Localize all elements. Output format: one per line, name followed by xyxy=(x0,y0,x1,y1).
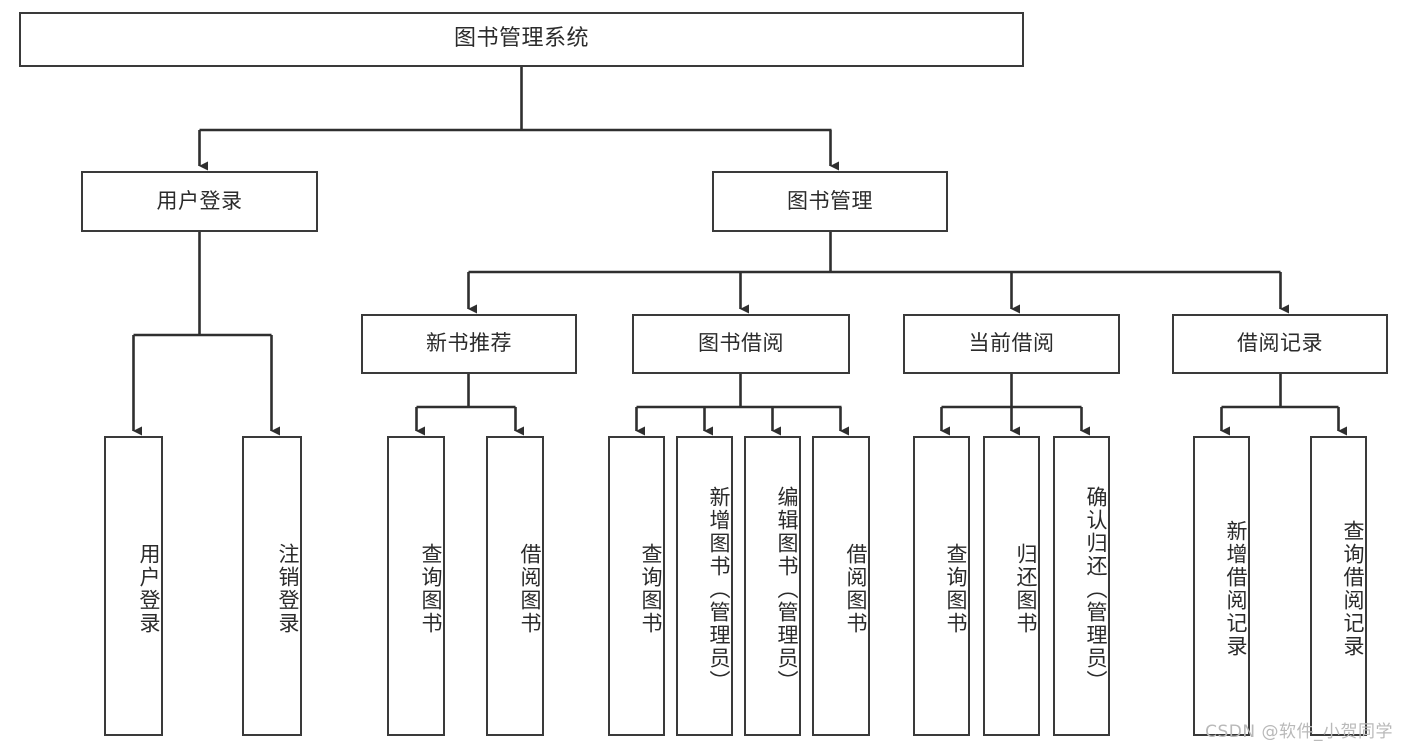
node-leaf-return-book-label: 归还图书 xyxy=(1014,543,1038,635)
node-book-borrow-label: 图书借阅 xyxy=(698,331,784,356)
node-leaf-borrow-book-rec[interactable]: 借阅图书 xyxy=(486,436,544,736)
node-leaf-query-borrow-record[interactable]: 查询借阅记录 xyxy=(1310,436,1367,736)
node-borrow-record[interactable]: 借阅记录 xyxy=(1172,314,1388,374)
node-leaf-borrow-book-rec-label: 借阅图书 xyxy=(518,543,542,635)
node-leaf-borrow-book-bb-label: 借阅图书 xyxy=(844,543,868,635)
node-leaf-user-login-label: 用户登录 xyxy=(137,543,161,635)
node-root[interactable]: 图书管理系统 xyxy=(19,12,1024,67)
node-book-management-label: 图书管理 xyxy=(787,188,873,213)
node-user-login[interactable]: 用户登录 xyxy=(81,171,318,232)
node-leaf-confirm-return[interactable]: 确认归还（管理员） xyxy=(1053,436,1110,736)
node-leaf-borrow-book-bb[interactable]: 借阅图书 xyxy=(812,436,870,736)
node-root-label: 图书管理系统 xyxy=(453,26,589,52)
node-current-borrow-label: 当前借阅 xyxy=(968,331,1055,356)
node-leaf-add-borrow-record-label: 新增借阅记录 xyxy=(1224,520,1248,658)
node-user-login-label: 用户登录 xyxy=(156,188,243,213)
node-current-borrow[interactable]: 当前借阅 xyxy=(903,314,1120,374)
node-new-book-recommend-label: 新书推荐 xyxy=(426,331,512,356)
node-leaf-query-book-rec-label: 查询图书 xyxy=(419,543,443,635)
node-leaf-edit-book-label: 编辑图书（管理员） xyxy=(775,485,799,693)
node-new-book-recommend[interactable]: 新书推荐 xyxy=(361,314,577,374)
node-leaf-add-book-label: 新增图书（管理员） xyxy=(707,485,731,693)
node-leaf-user-logout[interactable]: 注销登录 xyxy=(242,436,302,736)
node-borrow-record-label: 借阅记录 xyxy=(1237,331,1323,356)
node-leaf-edit-book[interactable]: 编辑图书（管理员） xyxy=(744,436,801,736)
node-leaf-query-book-bb[interactable]: 查询图书 xyxy=(608,436,665,736)
node-leaf-query-book-cb-label: 查询图书 xyxy=(944,543,968,635)
node-leaf-user-logout-label: 注销登录 xyxy=(276,543,300,635)
node-leaf-query-book-rec[interactable]: 查询图书 xyxy=(387,436,445,736)
node-leaf-query-book-bb-label: 查询图书 xyxy=(639,543,663,635)
node-leaf-add-book[interactable]: 新增图书（管理员） xyxy=(676,436,733,736)
node-leaf-add-borrow-record[interactable]: 新增借阅记录 xyxy=(1193,436,1250,736)
node-leaf-query-book-cb[interactable]: 查询图书 xyxy=(913,436,970,736)
node-leaf-confirm-return-label: 确认归还（管理员） xyxy=(1084,485,1108,693)
node-book-management[interactable]: 图书管理 xyxy=(712,171,948,232)
watermark: CSDN @软件_小贺同学 xyxy=(1205,722,1393,742)
node-leaf-query-borrow-record-label: 查询借阅记录 xyxy=(1341,520,1365,658)
node-leaf-return-book[interactable]: 归还图书 xyxy=(983,436,1040,736)
node-book-borrow[interactable]: 图书借阅 xyxy=(632,314,850,374)
node-leaf-user-login[interactable]: 用户登录 xyxy=(104,436,163,736)
